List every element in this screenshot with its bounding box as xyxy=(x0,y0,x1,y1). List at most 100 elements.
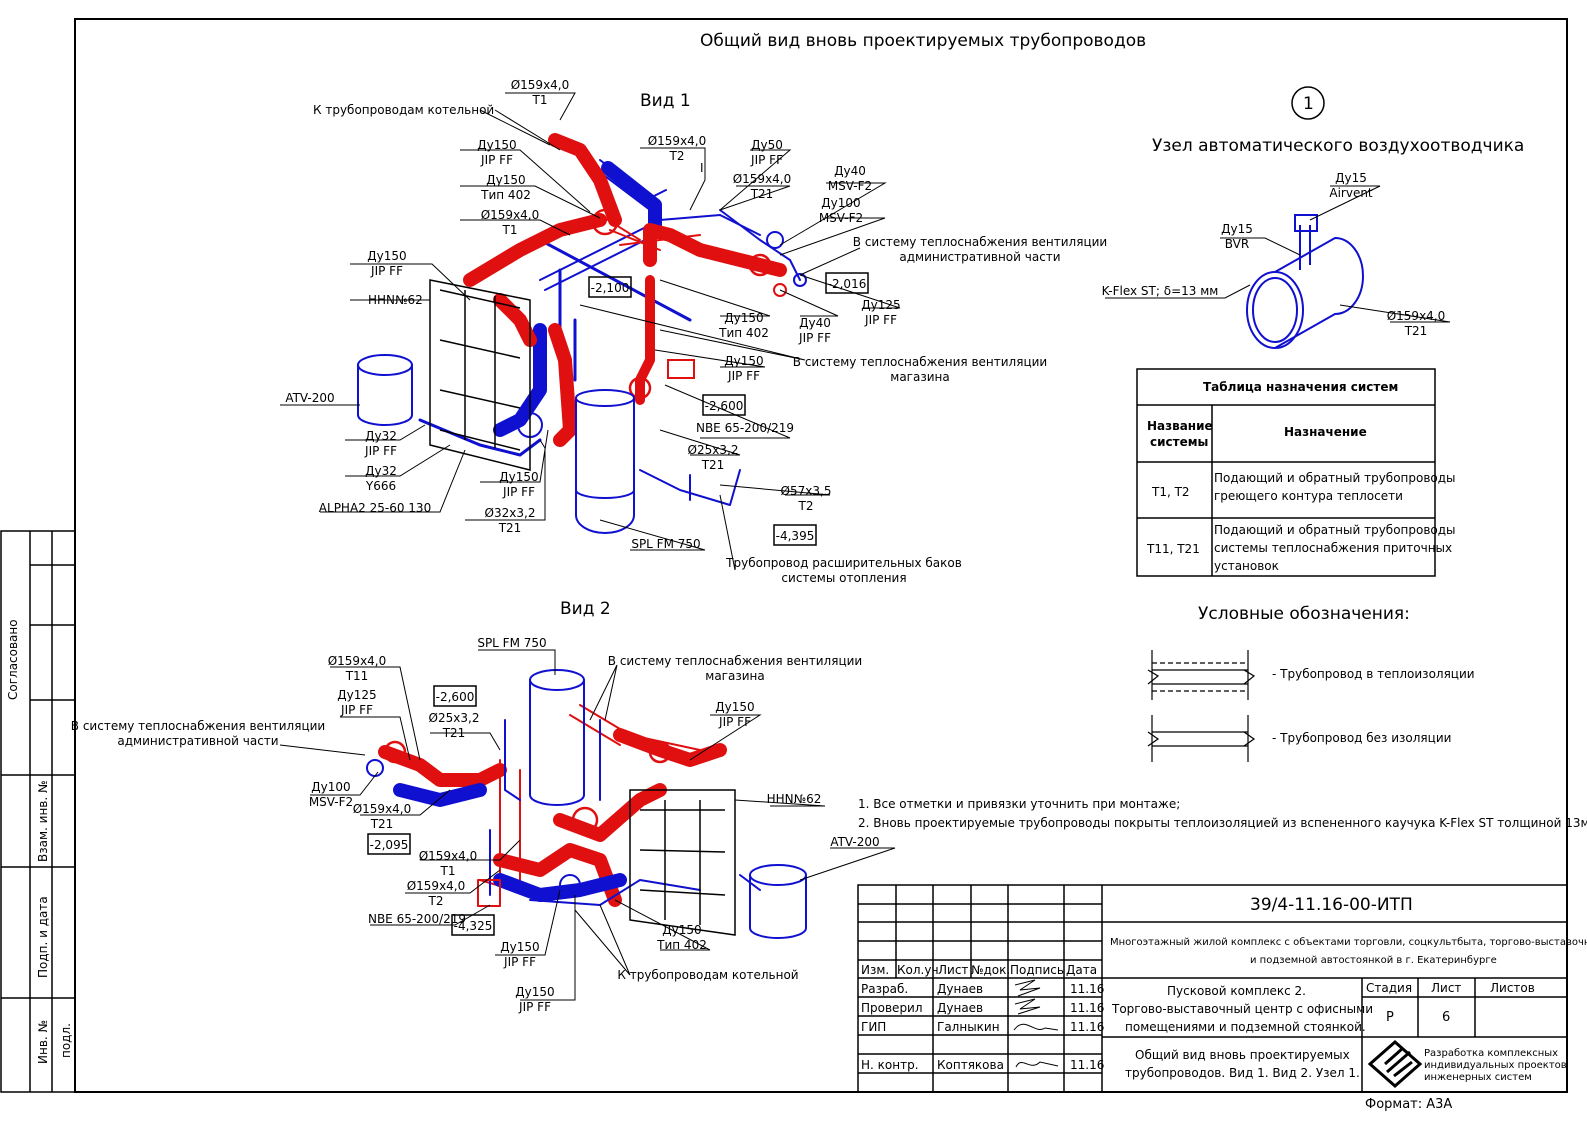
view2-note-2-line1: К трубопроводам котельной xyxy=(617,968,798,982)
view2-label-14-line2: JIP FF xyxy=(518,1000,551,1014)
view2-label-9-line2: T1 xyxy=(440,864,456,878)
node-number: 1 xyxy=(1303,94,1314,114)
view1-label-5-line2: JIP FF xyxy=(370,264,403,278)
view1-note-1-line1: В систему теплоснабжения вентиляции xyxy=(793,355,1047,369)
systems-row-2-name: T11, T21 xyxy=(1146,542,1200,556)
view1-label-12-line2: JIP FF xyxy=(502,485,535,499)
node-number-circle xyxy=(1291,86,1325,120)
view1-label-18-line2: MSV-F2 xyxy=(819,211,863,225)
view1-label-16-line1: Ø159x4,0 xyxy=(733,172,792,186)
view2-heat-exchanger xyxy=(629,789,736,936)
view1-label-25-line1: Ø57x3,5 xyxy=(781,484,832,498)
view1-label-22-line1: Ду150 xyxy=(724,354,763,368)
view2-level-2: -4,325 xyxy=(454,919,493,933)
person-3-name: Галныкин xyxy=(937,1020,1000,1034)
view1-label-10-line1: ALPHA2 25-60 130 xyxy=(319,501,431,515)
note-1: 1. Все отметки и привязки уточнить при м… xyxy=(858,797,1180,811)
view1-label-17-line2: MSV-F2 xyxy=(828,179,872,193)
node-label-3-line1: Ø159x4,0 xyxy=(1387,309,1446,323)
view1-note-2-line1: Трубопровод расширительных баков xyxy=(725,556,962,570)
view2-note-0-line1: В систему теплоснабжения вентиляции xyxy=(608,654,862,668)
company-line-1: Разработка комплексных xyxy=(1424,1048,1558,1059)
complex-line-3: помещениями и подземной стоянкой. xyxy=(1125,1020,1366,1034)
view2-level-1: -2,095 xyxy=(370,838,409,852)
view1-label-24-line2: T21 xyxy=(701,458,725,472)
view2-note-0-line2: магазина xyxy=(705,669,764,683)
view1-label-19-line1: Ду125 xyxy=(861,298,900,312)
sheets-label: Листов xyxy=(1490,981,1535,995)
view1-label-18-line1: Ду100 xyxy=(821,196,860,210)
systems-row-1-p1: Подающий и обратный трубопроводы xyxy=(1214,471,1456,485)
view2-label-12-line2: JIP FF xyxy=(503,955,536,969)
person-4-date: 11.16 xyxy=(1070,1058,1104,1072)
view1-label-3-line2: Тип 402 xyxy=(480,188,531,202)
view1-heat-exchanger xyxy=(429,279,531,471)
view2-levels: -2,600 -2,095 -4,325 xyxy=(370,690,493,933)
company-logo-icon xyxy=(1367,1040,1423,1088)
complex-line-2: Торгово-выставочный центр с офисными xyxy=(1111,1002,1373,1016)
view1-label-14-line2: T2 xyxy=(669,149,685,163)
view2-label-0-line1: SPL FM 750 xyxy=(477,636,546,650)
page-title: Общий вид вновь проектируемых трубопрово… xyxy=(700,31,1146,51)
view2-note-1-line1: В систему теплоснабжения вентиляции xyxy=(71,719,325,733)
signatures xyxy=(1013,979,1059,1068)
view2-label-3-line2: T21 xyxy=(442,726,466,740)
node-label-0-line2: Airvent xyxy=(1329,186,1373,200)
node-title: Узел автоматического воздухоотводчика xyxy=(1152,136,1524,156)
systems-row-2-p2: системы теплоснабжения приточных xyxy=(1214,541,1452,555)
podl-label: подл. xyxy=(59,1023,73,1058)
view1-label-22-line2: JIP FF xyxy=(727,369,760,383)
systems-table-head-purpose: Назначение xyxy=(1284,425,1367,439)
view1-label-0-line1: К трубопроводам котельной xyxy=(313,103,494,117)
view1-label-8-line2: JIP FF xyxy=(364,444,397,458)
view1-label-17-line1: Ду40 xyxy=(834,164,866,178)
view1-label-20-line1: Ду40 xyxy=(799,316,831,330)
view1-label-12-line1: Ду150 xyxy=(499,470,538,484)
view1-label-4-line1: Ø159x4,0 xyxy=(481,208,540,222)
view1-label-13-line1: SPL FM 750 xyxy=(631,537,700,551)
legend-symbols xyxy=(1147,650,1256,762)
view2-note-1-line2: административной части xyxy=(117,734,278,748)
view1-note-0-line2: административной части xyxy=(899,250,1060,264)
view2-notes: В систему теплоснабжения вентиляциимагаз… xyxy=(71,654,862,982)
view2-label-3-line1: Ø25x3,2 xyxy=(429,711,480,725)
view1-label-2-line1: Ду150 xyxy=(477,138,516,152)
view2-label-14-line1: Ду150 xyxy=(515,985,554,999)
view2-level-0: -2,600 xyxy=(436,690,475,704)
person-3-role: ГИП xyxy=(861,1020,886,1034)
person-1-role: Разраб. xyxy=(861,982,908,996)
view1-note-2-line2: системы отопления xyxy=(781,571,906,585)
view1-label-16-line2: T21 xyxy=(750,187,774,201)
complex-line-1: Пусковой комплекс 2. xyxy=(1167,984,1306,998)
node-label-1-line2: BVR xyxy=(1225,237,1249,251)
view1-level-2: -2,600 xyxy=(705,399,744,413)
view1-label-9-line2: Y666 xyxy=(365,479,396,493)
view1-label-7-line1: ATV-200 xyxy=(285,391,334,405)
systems-row-1-name: T1, T2 xyxy=(1151,485,1190,499)
view2-expansion-tank xyxy=(529,669,585,806)
person-3-date: 11.16 xyxy=(1070,1020,1104,1034)
left-stamp-strip xyxy=(0,530,76,1093)
view1-label-8-line1: Ду32 xyxy=(365,429,397,443)
view1-label-2-line2: JIP FF xyxy=(480,153,513,167)
leader-lines xyxy=(279,92,901,1001)
view1-label-24-line1: Ø25x3,2 xyxy=(688,443,739,457)
view2-label-1-line1: Ø159x4,0 xyxy=(328,654,387,668)
view1-label-4-line2: T1 xyxy=(502,223,518,237)
node-leaders xyxy=(1105,185,1451,323)
view2-label-10-line2: T2 xyxy=(428,894,444,908)
view2-label-13-line1: Ду150 xyxy=(662,923,701,937)
view2-label-4-line2: MSV-F2 xyxy=(309,795,353,809)
node-label-0-line1: Ду15 xyxy=(1335,171,1367,185)
view1-label-9-line1: Ду32 xyxy=(365,464,397,478)
view2-label-9-line1: Ø159x4,0 xyxy=(419,849,478,863)
view1-label-11-line2: T21 xyxy=(498,521,522,535)
person-1-name: Дунаев xyxy=(937,982,983,996)
node-label-1-line1: Ду15 xyxy=(1221,222,1253,236)
view1-label-21-line2: Тип 402 xyxy=(718,326,769,340)
view1-label-26-line1: I xyxy=(700,161,704,175)
title-block-columns: Изм. Кол.уч Лист №док. Подпись Дата xyxy=(861,963,1097,977)
legend-bare: - Трубопровод без изоляции xyxy=(1272,731,1451,745)
view2-pipework xyxy=(366,704,761,907)
